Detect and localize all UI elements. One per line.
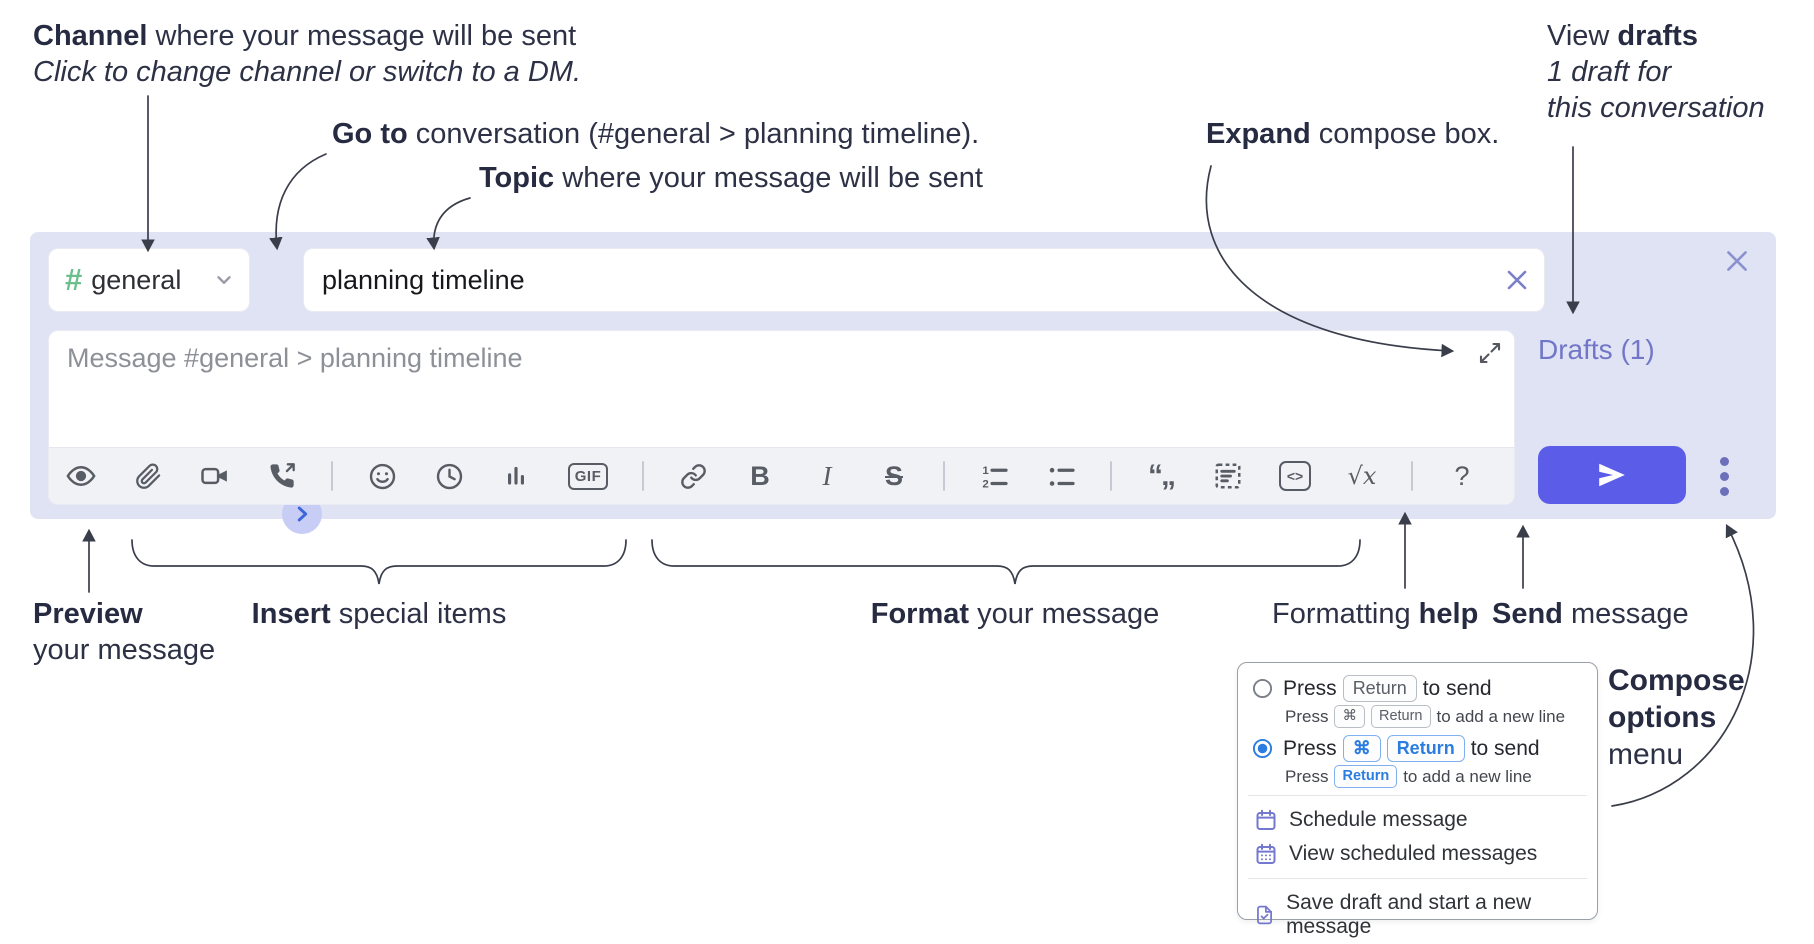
video-message-button[interactable] [197, 456, 233, 496]
key-return: Return [1334, 765, 1398, 788]
topic-annotation: Topic where your message will be sent [479, 162, 983, 194]
preview-button[interactable] [63, 456, 99, 496]
radio-selected-icon[interactable] [1252, 738, 1273, 759]
inline-code-button[interactable]: <> [1277, 456, 1313, 496]
menu-option-return-to-send[interactable]: Press Return to send [1252, 675, 1583, 702]
gif-button[interactable]: GIF [565, 456, 611, 496]
close-compose-button[interactable] [1720, 244, 1754, 278]
calendar-scheduled-icon [1256, 843, 1276, 864]
strikethrough-button[interactable]: S [884, 460, 903, 491]
bold-button[interactable]: B [750, 460, 770, 491]
inline-code-icon: <> [1279, 461, 1311, 491]
message-box: GIF B I S 1 2 [48, 330, 1515, 505]
key-return: Return [1342, 675, 1417, 702]
paperclip-icon [135, 462, 160, 489]
close-icon [1507, 270, 1527, 290]
menu-item-view-scheduled[interactable]: View scheduled messages [1252, 837, 1583, 871]
calendar-icon [1256, 809, 1276, 830]
expand-annotation: Expand compose box. [1206, 118, 1500, 150]
svg-text:2: 2 [982, 478, 988, 490]
channel-annotation: Channel where your message will be sent … [33, 18, 581, 90]
bullet-list-button[interactable] [1043, 456, 1079, 496]
key-return: Return [1370, 705, 1431, 728]
send-annotation: Send message [1492, 598, 1689, 630]
menu-divider [1248, 795, 1587, 796]
bar-chart-icon [508, 466, 524, 485]
link-icon [680, 463, 706, 489]
compose-options-button[interactable] [1706, 450, 1742, 502]
ordered-list-button[interactable]: 1 2 [976, 456, 1012, 496]
phone-outgoing-icon [270, 463, 295, 488]
toolbar-divider [331, 461, 333, 491]
kebab-menu-icon [1719, 456, 1729, 466]
formatting-help-button[interactable]: ? [1454, 460, 1470, 491]
compose-options-menu: Press Return to send Press ⌘ Return to a… [1237, 662, 1598, 938]
link-button[interactable] [675, 456, 711, 496]
channel-hash-icon: # [65, 262, 83, 297]
expand-compose-button[interactable] [1478, 341, 1502, 370]
channel-selector[interactable]: # general [48, 248, 250, 312]
chevron-right-icon [297, 506, 308, 522]
clear-topic-button[interactable] [1500, 263, 1534, 297]
attach-file-button[interactable] [130, 456, 166, 496]
toolbar-divider [1411, 461, 1413, 491]
brace-format-group [651, 539, 1361, 585]
insert-annotation: Insert special items [251, 598, 507, 630]
format-annotation: Format your message [870, 598, 1160, 630]
toolbar-divider [1110, 461, 1112, 491]
key-return: Return [1386, 735, 1465, 762]
formatting-help-annotation: Formatting help [1272, 598, 1479, 630]
close-icon [1727, 251, 1747, 271]
drafts-link[interactable]: Drafts (1) [1538, 334, 1655, 365]
channel-name: general [91, 264, 182, 295]
radio-unselected-icon[interactable] [1252, 678, 1273, 699]
clock-icon [436, 463, 462, 489]
menu-item-save-draft[interactable]: Save draft and start a new message [1252, 886, 1583, 944]
smiley-icon [369, 463, 395, 489]
schedule-button[interactable] [431, 456, 467, 496]
code-block-icon [1215, 463, 1241, 489]
video-camera-icon [201, 467, 227, 485]
poll-button[interactable] [498, 456, 534, 496]
channel-annotation-bold: Channel [33, 20, 148, 52]
preview-annotation: Preview your message [33, 598, 216, 666]
compose-panel: # general Drafts (1) [30, 232, 1776, 534]
math-formula-button[interactable]: √x [1347, 462, 1377, 490]
toolbar-divider [943, 461, 945, 491]
compose-toolbar: GIF B I S 1 2 [49, 447, 1514, 504]
channel-annotation-sub: Click to change channel or switch to a D… [33, 56, 582, 88]
menu-item-schedule-message[interactable]: Schedule message [1252, 803, 1583, 837]
draft-check-icon [1257, 905, 1272, 925]
key-cmd: ⌘ [1342, 735, 1381, 762]
expand-icon [1479, 342, 1501, 364]
emoji-button[interactable] [364, 456, 400, 496]
blockquote-button[interactable]: “„ [1148, 459, 1176, 492]
goto-annotation: Go to conversation (#general > planning … [332, 118, 980, 150]
italic-button[interactable]: I [822, 460, 832, 491]
brace-insert-group [131, 539, 627, 585]
chevron-down-icon [217, 276, 231, 284]
menu-option-return-sub: Press ⌘ Return to add a new line [1285, 705, 1583, 728]
topic-input[interactable] [322, 264, 1500, 296]
gif-icon: GIF [567, 462, 609, 490]
call-button[interactable] [264, 456, 300, 496]
svg-text:1: 1 [982, 465, 989, 477]
menu-option-cmd-return-to-send[interactable]: Press ⌘ Return to send [1252, 735, 1583, 762]
channel-annotation-rest: where your message will be sent [147, 20, 577, 52]
toolbar-divider [642, 461, 644, 491]
ordered-list-icon: 1 2 [982, 465, 1008, 490]
key-cmd: ⌘ [1334, 705, 1365, 728]
compose-options-annotation: Compose options menu [1608, 664, 1745, 771]
bullet-list-icon [1049, 467, 1075, 486]
eye-icon [66, 465, 96, 487]
menu-divider [1248, 878, 1587, 879]
view-drafts-annotation: View drafts 1 draft for this conversatio… [1547, 20, 1765, 124]
menu-option-cmd-return-sub: Press Return to add a new line [1285, 765, 1583, 788]
topic-field[interactable] [303, 248, 1545, 312]
send-icon [1599, 463, 1625, 487]
message-input[interactable] [49, 331, 1514, 447]
send-button[interactable] [1538, 446, 1686, 504]
code-block-button[interactable] [1210, 456, 1246, 496]
